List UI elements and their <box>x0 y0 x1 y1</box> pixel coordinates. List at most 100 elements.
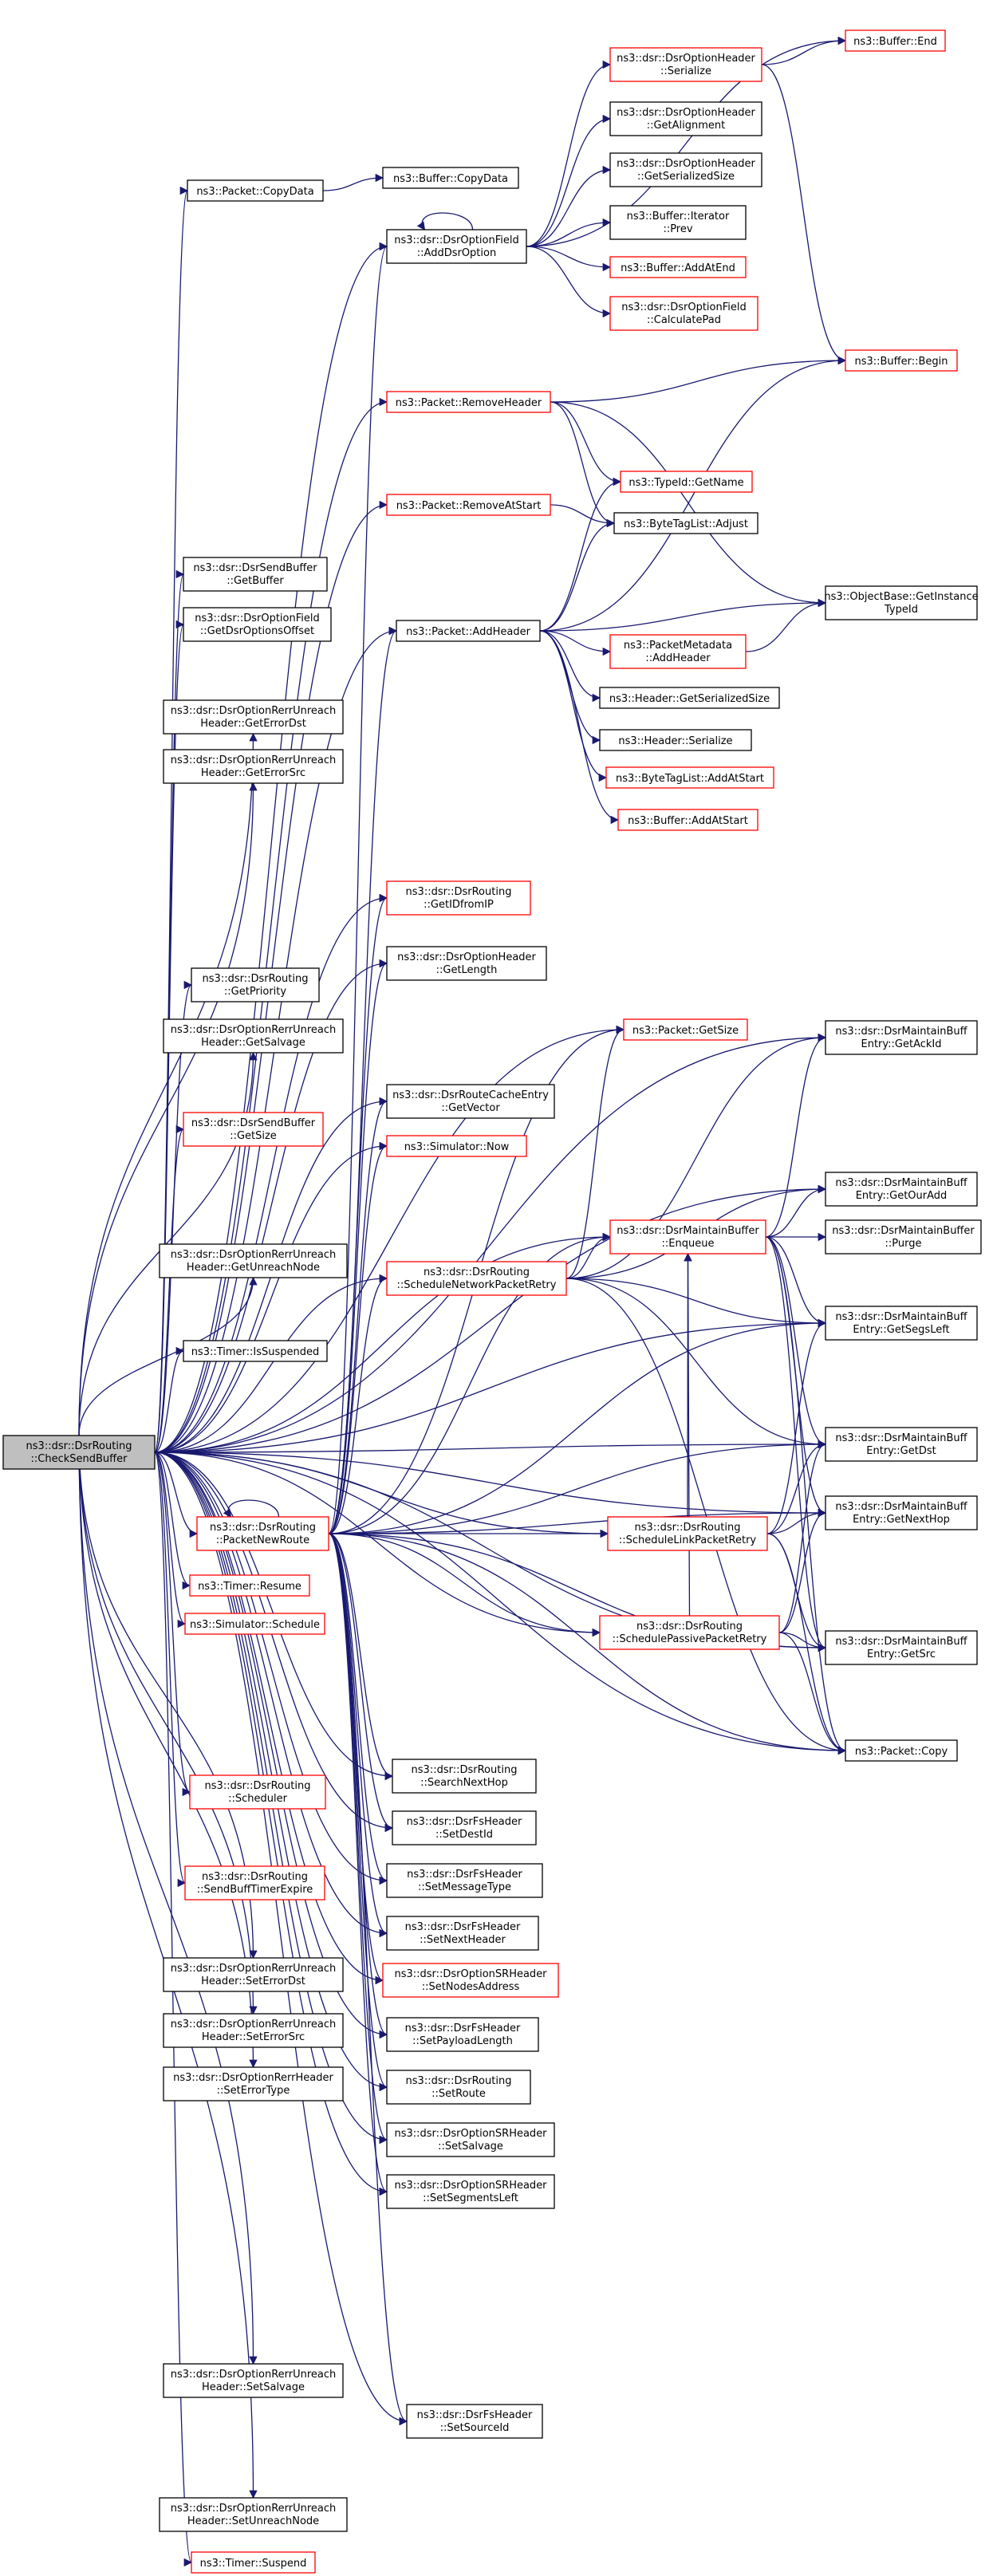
node-calculatepad[interactable]: ns3::dsr::DsrOptionField::CalculatePad <box>609 296 758 331</box>
node-sr-setnodesaddress[interactable]: ns3::dsr::DsrOptionSRHeader::SetNodesAdd… <box>382 1963 559 1998</box>
node-addheader[interactable]: ns3::Packet::AddHeader <box>396 620 541 642</box>
node-label: ns3::Buffer::AddAtStart <box>628 815 748 827</box>
node-removeheader[interactable]: ns3::Packet::RemoveHeader <box>386 391 551 413</box>
edge-packetnewroute-to-packetnewroute <box>223 1499 280 1518</box>
node-box <box>845 349 958 372</box>
edge-packetnewroute-to-fs_setnextheader <box>328 1533 388 1938</box>
node-pkt-getsize[interactable]: ns3::Packet::GetSize <box>623 1018 748 1041</box>
node-fs-setpayloadlength[interactable]: ns3::dsr::DsrFsHeader::SetPayloadLength <box>386 2017 539 2052</box>
edge-root-to-fs_setdestid <box>154 1451 394 1833</box>
node-schednetretry[interactable]: ns3::dsr::DsrRouting::ScheduleNetworkPac… <box>386 1261 567 1296</box>
node-label: ::PacketNewRoute <box>216 1534 309 1546</box>
edge-packetnewroute-to-rce_getvector <box>328 1097 388 1534</box>
node-bytetaglist-adjust[interactable]: ns3::ByteTagList::Adjust <box>613 512 758 534</box>
node-packetnewroute[interactable]: ns3::dsr::DsrRouting::PacketNewRoute <box>196 1516 329 1551</box>
node-sim-schedule[interactable]: ns3::Simulator::Schedule <box>184 1613 325 1635</box>
edge-root-to-sendbufftimerexpire <box>154 1451 187 1887</box>
node-rerr-seterrordst[interactable]: ns3::dsr::DsrOptionRerrUnreachHeader::Se… <box>163 1957 344 1992</box>
edge-removeheader-to-typeid_getname <box>550 401 622 486</box>
node-box <box>396 620 541 642</box>
node-buf-addatstart[interactable]: ns3::Buffer::AddAtStart <box>617 809 758 831</box>
node-schedpassiveretry[interactable]: ns3::dsr::DsrRouting::SchedulePassivePac… <box>599 1615 780 1650</box>
node-removeatstart[interactable]: ns3::Packet::RemoveAtStart <box>386 494 551 516</box>
edge-root-to-mb_getsegsleft <box>154 1318 827 1453</box>
node-timer-issuspended[interactable]: ns3::Timer::IsSuspended <box>183 1340 328 1362</box>
node-mb-purge[interactable]: ns3::dsr::DsrMaintainBuffer::Purge <box>825 1219 982 1255</box>
node-label: ns3::dsr::DsrMaintainBuff <box>835 1177 967 1189</box>
edge-root-to-getidfromip <box>154 893 388 1453</box>
node-mb-getnexthop[interactable]: ns3::dsr::DsrMaintainBuffEntry::GetNextH… <box>825 1495 978 1530</box>
node-rerr-geterrordst[interactable]: ns3::dsr::DsrOptionRerrUnreachHeader::Ge… <box>163 699 344 735</box>
node-fs-setsourceid[interactable]: ns3::dsr::DsrFsHeader::SetSourceId <box>406 2404 543 2439</box>
node-timer-suspend[interactable]: ns3::Timer::Suspend <box>191 2551 316 2574</box>
node-box <box>599 1615 780 1650</box>
node-mb-enqueue[interactable]: ns3::dsr::DsrMaintainBuffer::Enqueue <box>609 1219 766 1255</box>
node-rerr-geterrorsrc[interactable]: ns3::dsr::DsrOptionRerrUnreachHeader::Ge… <box>163 749 344 784</box>
node-iter-prev[interactable]: ns3::Buffer::Iterator::Prev <box>609 205 747 240</box>
node-sr-setsalvage[interactable]: ns3::dsr::DsrOptionSRHeader::SetSalvage <box>386 2122 555 2157</box>
node-hdr-getserializedsize[interactable]: ns3::Header::GetSerializedSize <box>599 687 780 709</box>
node-copydata[interactable]: ns3::Packet::CopyData <box>187 179 324 202</box>
edge-packetnewroute-to-schedpassiveretry <box>328 1533 601 1637</box>
node-timer-resume[interactable]: ns3::Timer::Resume <box>189 1574 310 1597</box>
node-btl-addatstart[interactable]: ns3::ByteTagList::AddAtStart <box>605 766 774 789</box>
node-label: ::GetBuffer <box>227 575 284 587</box>
node-label: ns3::dsr::DsrOptionSRHeader <box>394 2180 547 2192</box>
node-label: Entry::GetOurAdd <box>856 1190 948 1202</box>
node-typeid-getname[interactable]: ns3::TypeId::GetName <box>620 471 753 493</box>
node-root[interactable]: ns3::dsr::DsrRouting::CheckSendBuffer <box>2 1435 156 1470</box>
node-box <box>386 2017 539 2052</box>
node-sb-getsize[interactable]: ns3::dsr::DsrSendBuffer::GetSize <box>183 1112 324 1147</box>
edge-adddsroption-to-iter_prev <box>526 218 612 247</box>
node-rerr-seterrorsrc[interactable]: ns3::dsr::DsrOptionRerrUnreachHeader::Se… <box>163 2013 344 2048</box>
node-buf-copydata[interactable]: ns3::Buffer::CopyData <box>382 167 519 189</box>
node-addatend[interactable]: ns3::Buffer::AddAtEnd <box>609 256 747 278</box>
node-label: ns3::PacketMetadata <box>624 640 732 652</box>
node-getserializedsize-opt[interactable]: ns3::dsr::DsrOptionHeader::GetSerialized… <box>609 152 762 187</box>
node-getalignment[interactable]: ns3::dsr::DsrOptionHeader::GetAlignment <box>609 101 762 136</box>
node-sb-getbuffer[interactable]: ns3::dsr::DsrSendBuffer::GetBuffer <box>183 557 328 592</box>
node-fs-setnextheader[interactable]: ns3::dsr::DsrFsHeader::SetNextHeader <box>386 1916 539 1951</box>
node-label: ns3::dsr::DsrMaintainBuff <box>835 1636 967 1648</box>
node-scheduler[interactable]: ns3::dsr::DsrRouting::Scheduler <box>189 1774 326 1810</box>
node-buf-end[interactable]: ns3::Buffer::End <box>845 30 946 52</box>
node-fs-setdestid[interactable]: ns3::dsr::DsrFsHeader::SetDestId <box>392 1810 537 1845</box>
edge-root-to-mb_enqueue <box>154 1232 612 1453</box>
node-fs-setmessagetype[interactable]: ns3::dsr::DsrFsHeader::SetMessageType <box>386 1863 543 1898</box>
node-serialize-opt[interactable]: ns3::dsr::DsrOptionHeader::Serialize <box>609 47 762 82</box>
node-hdr-serialize[interactable]: ns3::Header::Serialize <box>599 729 752 751</box>
node-rerr-getunreachnode[interactable]: ns3::dsr::DsrOptionRerrUnreachHeader::Ge… <box>159 1243 348 1278</box>
node-sim-now[interactable]: ns3::Simulator::Now <box>386 1135 527 1157</box>
node-box <box>609 47 762 82</box>
node-sendbufftimerexpire[interactable]: ns3::dsr::DsrRouting::SendBuffTimerExpir… <box>184 1865 325 1900</box>
node-getdsroptionsoffset[interactable]: ns3::dsr::DsrOptionField::GetDsrOptionsO… <box>183 607 332 642</box>
node-label: Entry::GetDst <box>866 1445 936 1457</box>
node-searchnexthop[interactable]: ns3::dsr::DsrRouting::SearchNextHop <box>392 1759 537 1794</box>
node-mb-getsegsleft[interactable]: ns3::dsr::DsrMaintainBuffEntry::GetSegsL… <box>825 1306 978 1341</box>
node-buf-begin[interactable]: ns3::Buffer::Begin <box>845 349 958 372</box>
node-label: ns3::Buffer::CopyData <box>393 173 508 185</box>
node-setroute[interactable]: ns3::dsr::DsrRouting::SetRoute <box>386 2070 531 2105</box>
node-rerr-getsalvage[interactable]: ns3::dsr::DsrOptionRerrUnreachHeader::Ge… <box>163 1018 344 1054</box>
node-opt-getlength[interactable]: ns3::dsr::DsrOptionHeader::GetLength <box>386 946 547 981</box>
node-sr-setsegmentsleft[interactable]: ns3::dsr::DsrOptionSRHeader::SetSegments… <box>386 2174 555 2209</box>
node-box <box>609 1219 766 1255</box>
node-rerr-setunreachnode[interactable]: ns3::dsr::DsrOptionRerrUnreachHeader::Se… <box>159 2497 348 2532</box>
node-mb-getouradd[interactable]: ns3::dsr::DsrMaintainBuffEntry::GetOurAd… <box>825 1172 978 1207</box>
node-label: ::GetPriority <box>224 986 287 998</box>
edge-addheader-to-typeid_getname <box>539 477 622 632</box>
node-rce-getvector[interactable]: ns3::dsr::DsrRouteCacheEntry::GetVector <box>386 1084 555 1119</box>
node-getidfromip[interactable]: ns3::dsr::DsrRouting::GetIDfromIP <box>386 880 531 916</box>
node-pm-addheader[interactable]: ns3::PacketMetadata::AddHeader <box>609 634 747 669</box>
node-schedlinkretry[interactable]: ns3::dsr::DsrRouting::ScheduleLinkPacket… <box>607 1516 768 1551</box>
node-pkt-copy[interactable]: ns3::Packet::Copy <box>845 1739 958 1762</box>
node-adddsroption[interactable]: ns3::dsr::DsrOptionField::AddDsrOption <box>386 229 527 264</box>
node-rerrhdr-seterrortype[interactable]: ns3::dsr::DsrOptionRerrHeader::SetErrorT… <box>163 2066 344 2101</box>
node-box <box>599 687 780 709</box>
node-getpriority[interactable]: ns3::dsr::DsrRouting::GetPriority <box>191 967 320 1002</box>
node-rerr-setsalvage[interactable]: ns3::dsr::DsrOptionRerrUnreachHeader::Se… <box>163 2363 344 2398</box>
